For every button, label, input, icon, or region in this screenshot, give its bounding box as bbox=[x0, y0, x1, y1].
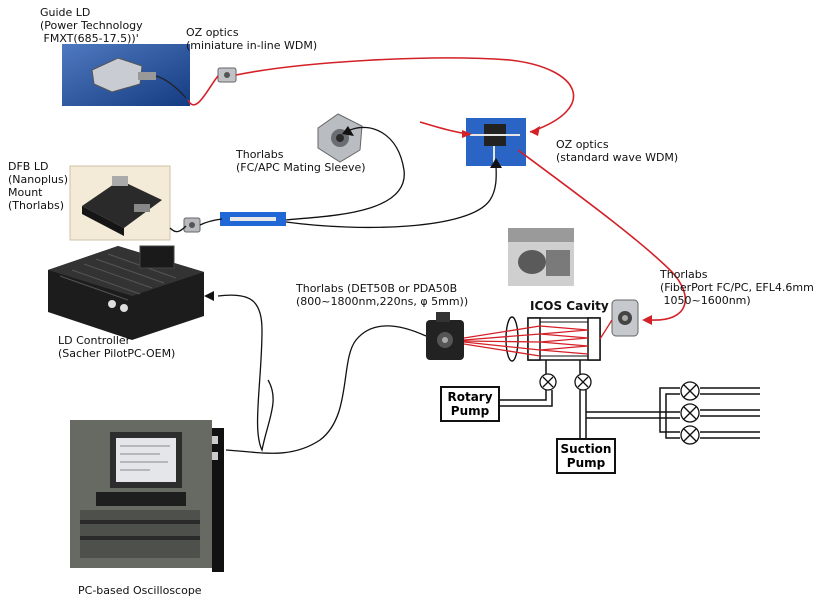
ld-controller-photo bbox=[48, 245, 204, 340]
ld-controller-label: LD Controller (Sacher PilotPC-OEM) bbox=[58, 334, 176, 360]
fiber-lines bbox=[187, 57, 687, 321]
oscilloscope-photo bbox=[70, 420, 224, 572]
cavity-setup-photo bbox=[508, 228, 574, 286]
icos-cavity bbox=[463, 316, 613, 362]
fiberport-photo bbox=[611, 299, 639, 337]
oz-inline-wdm-photo bbox=[217, 67, 237, 83]
cable-arrowheads bbox=[204, 126, 502, 301]
guide-ld-label: Guide LD (Power Technology FMXT(685-17.5… bbox=[40, 6, 143, 45]
fiber-patch-photo bbox=[220, 212, 286, 226]
dfb-ld-mount-photo bbox=[69, 165, 171, 241]
cable-lines bbox=[169, 126, 497, 454]
guide-ld-photo bbox=[62, 44, 190, 106]
oz-standard-wdm-label: OZ optics (standard wave WDM) bbox=[556, 138, 679, 164]
detector-label: Thorlabs (DET50B or PDA50B (800~1800nm,2… bbox=[296, 282, 469, 308]
vacuum-lines bbox=[500, 360, 760, 440]
fiberport-label: Thorlabs (FiberPort FC/PC, EFL4.6mm 1050… bbox=[660, 268, 814, 307]
fiber-arrowheads bbox=[462, 126, 652, 325]
fiber-connector-photo bbox=[183, 217, 201, 233]
detector-photo bbox=[426, 312, 464, 360]
mating-sleeve-label: Thorlabs (FC/APC Mating Sleeve) bbox=[236, 148, 366, 174]
oscilloscope-label: PC-based Oscilloscope bbox=[78, 584, 202, 597]
oz-inline-wdm-label: OZ optics (miniature in-line WDM) bbox=[186, 26, 318, 52]
valves bbox=[539, 373, 700, 445]
suction-pump-box: Suction Pump bbox=[556, 438, 616, 474]
dfb-ld-label: DFB LD (Nanoplus) Mount (Thorlabs) bbox=[8, 160, 68, 212]
oz-standard-wdm-photo bbox=[466, 118, 526, 166]
icos-cavity-label: ICOS Cavity bbox=[530, 299, 609, 313]
rotary-pump-box: Rotary Pump bbox=[440, 386, 500, 422]
